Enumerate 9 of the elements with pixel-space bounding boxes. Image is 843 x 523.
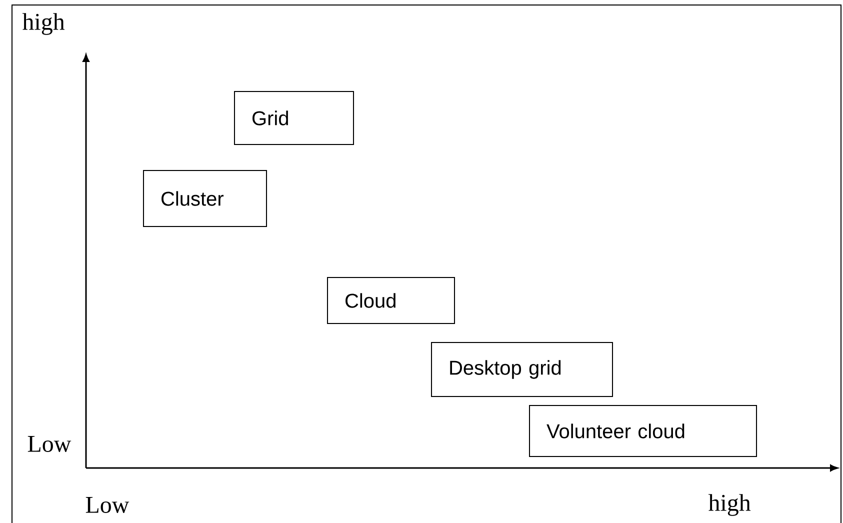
axis-label: Low: [86, 497, 130, 513]
category-box: Desktop grid: [431, 342, 613, 397]
category-box: Cluster: [143, 170, 267, 227]
category-box: Cloud: [327, 277, 455, 324]
category-box: Volunteer cloud: [529, 405, 757, 457]
axis-label: high: [708, 494, 751, 516]
axis-label: Low: [28, 436, 72, 452]
axis-label: high: [22, 13, 65, 35]
category-box: Grid: [234, 91, 354, 145]
